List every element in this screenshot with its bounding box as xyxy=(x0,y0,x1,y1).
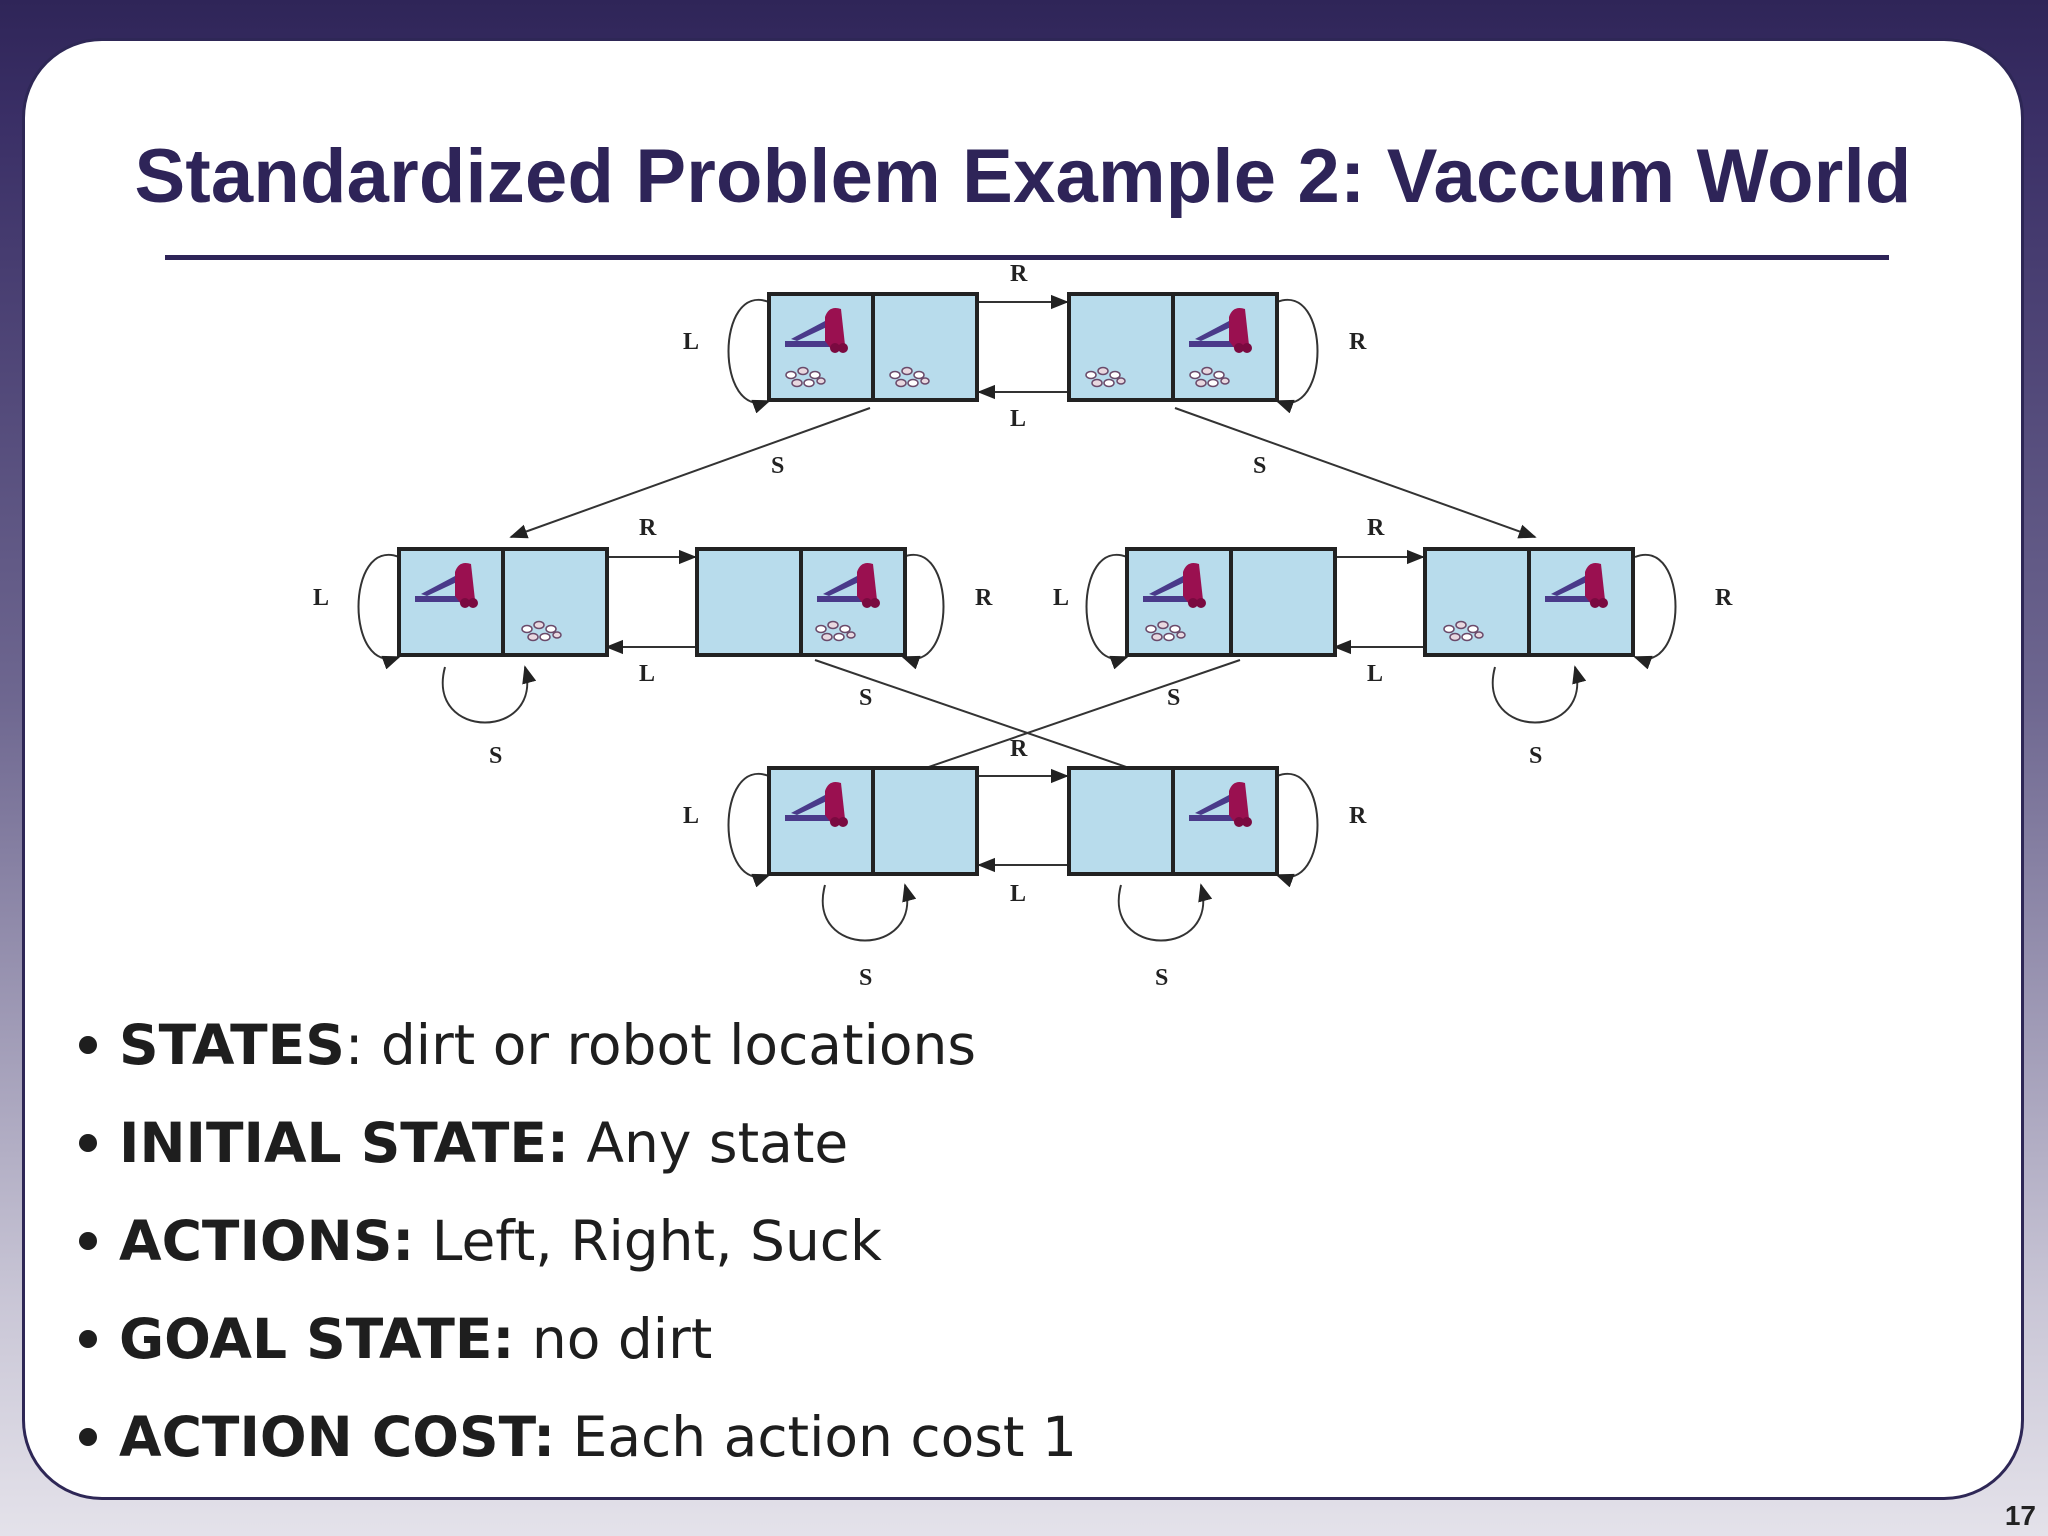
bullet-text: dirt or robot locations xyxy=(380,1013,977,1077)
label-l: L xyxy=(313,585,329,611)
transition-arrows xyxy=(357,294,1677,942)
bullet-dot xyxy=(79,1329,97,1348)
bullet-text: Any state xyxy=(586,1111,849,1175)
label-r: R xyxy=(1010,261,1028,287)
state-boxes xyxy=(397,292,1635,876)
bullet-initial-state: INITIAL STATE: Any state xyxy=(79,1094,1077,1192)
bullet-sep xyxy=(569,1111,586,1175)
problem-definition-list: STATES: dirt or robot locations INITIAL … xyxy=(79,996,1077,1486)
bullet-action-cost: ACTION COST: Each action cost 1 xyxy=(79,1388,1077,1486)
label-s: S xyxy=(859,685,872,711)
title-underline xyxy=(165,255,1889,260)
bullet-dot xyxy=(79,1427,97,1446)
label-s: S xyxy=(859,965,872,991)
slide-title: Standardized Problem Example 2: Vaccum W… xyxy=(134,134,1912,219)
label-l: L xyxy=(1010,406,1026,432)
bullet-states: STATES: dirt or robot locations xyxy=(79,996,1077,1094)
bullet-dot xyxy=(79,1231,97,1250)
slide-card: Standardized Problem Example 2: Vaccum W… xyxy=(22,38,2024,1500)
bullet-actions: ACTIONS: Left, Right, Suck xyxy=(79,1192,1077,1290)
label-s: S xyxy=(1253,453,1266,479)
label-l: L xyxy=(1010,881,1026,907)
dirt-piles xyxy=(521,366,1484,642)
bullet-sep xyxy=(514,1307,531,1371)
bullet-sep xyxy=(555,1405,572,1469)
bullet-dot xyxy=(79,1035,97,1054)
bullet-text: no dirt xyxy=(531,1307,713,1371)
bullet-term: ACTION COST: xyxy=(119,1405,556,1469)
label-r: R xyxy=(975,585,993,611)
label-l: L xyxy=(683,329,699,355)
label-l: L xyxy=(683,803,699,829)
label-r: R xyxy=(1349,329,1367,355)
label-s: S xyxy=(771,453,784,479)
label-r: R xyxy=(1010,736,1028,762)
bullet-term: INITIAL STATE: xyxy=(119,1111,569,1175)
bullet-goal-state: GOAL STATE: no dirt xyxy=(79,1290,1077,1388)
label-l: L xyxy=(1367,661,1383,687)
vacuum-world-state-diagram: R L L R S S R L L R S S L R L R S S R L … xyxy=(313,261,1733,991)
label-r: R xyxy=(1367,515,1385,541)
label-s: S xyxy=(1529,743,1542,769)
bullet-text: Left, Right, Suck xyxy=(431,1209,882,1273)
bullet-text: Each action cost 1 xyxy=(572,1405,1077,1469)
bullet-term: GOAL STATE: xyxy=(119,1307,515,1371)
label-l: L xyxy=(639,661,655,687)
page-number: 17 xyxy=(2004,1500,2036,1531)
bullet-dot xyxy=(79,1133,97,1152)
label-s: S xyxy=(1167,685,1180,711)
label-s: S xyxy=(1155,965,1168,991)
label-l: L xyxy=(1053,585,1069,611)
label-r: R xyxy=(639,515,657,541)
label-s: S xyxy=(489,743,502,769)
bullet-sep xyxy=(414,1209,431,1273)
bullet-term: ACTIONS: xyxy=(119,1209,415,1273)
label-r: R xyxy=(1715,585,1733,611)
label-r: R xyxy=(1349,803,1367,829)
bullet-sep: : xyxy=(344,1013,381,1077)
bullet-term: STATES xyxy=(119,1013,345,1077)
